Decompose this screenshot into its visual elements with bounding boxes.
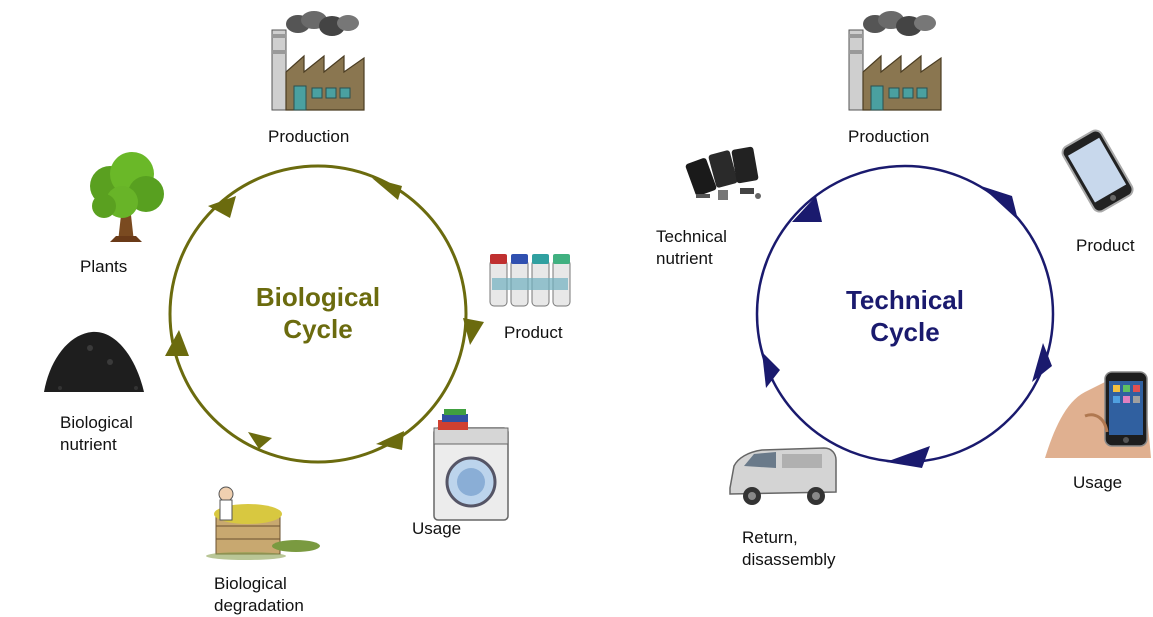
tech-nutrient-label: Technical nutrient [656, 226, 727, 270]
van-icon [729, 447, 837, 505]
bio-nutrient-line1: Biological [60, 413, 133, 432]
tech-nutrient-line2: nutrient [656, 249, 713, 268]
soil-icon [44, 331, 144, 392]
phone-parts-icon [685, 146, 761, 200]
tech-usage-label: Usage [1073, 473, 1123, 492]
bio-production-label: Production [268, 127, 350, 146]
compost-icon [206, 486, 320, 560]
factory-icon [271, 10, 365, 111]
bio-usage-label: Usage [412, 519, 462, 538]
biological-cycle-ring [168, 164, 468, 464]
tech-nutrient-line1: Technical [656, 227, 727, 246]
bio-degradation-line2: degradation [214, 596, 304, 615]
bio-nutrient-label: Biological nutrient [60, 412, 133, 456]
technical-title-line1: Technical [845, 285, 964, 315]
bio-plants-label: Plants [80, 257, 128, 276]
bio-degradation-line1: Biological [214, 574, 287, 593]
tree-icon [90, 152, 164, 242]
biological-cycle-title: Biological Cycle [228, 281, 408, 345]
phone-icon [1061, 129, 1134, 213]
technical-cycle-arrows [762, 186, 1052, 468]
tech-return-label: Return, disassembly [742, 527, 836, 571]
tech-return-line1: Return, [742, 528, 798, 547]
biological-cycle-arrows [165, 178, 484, 450]
bottles-icon [489, 254, 571, 307]
tech-product-label: Product [1076, 236, 1135, 255]
technical-cycle-title: Technical Cycle [815, 284, 995, 348]
bio-degradation-label: Biological degradation [214, 573, 304, 617]
biological-title-line1: Biological [255, 282, 381, 312]
washing-machine-icon [433, 409, 509, 521]
biological-title-line2: Cycle [283, 314, 353, 344]
bio-product-label: Product [504, 323, 563, 342]
bio-nutrient-line2: nutrient [60, 435, 117, 454]
factory-icon [848, 10, 942, 111]
tech-production-label: Production [848, 127, 930, 146]
technical-title-line2: Cycle [870, 317, 940, 347]
tech-return-line2: disassembly [742, 550, 836, 569]
phone-in-hand-icon [1045, 371, 1151, 458]
